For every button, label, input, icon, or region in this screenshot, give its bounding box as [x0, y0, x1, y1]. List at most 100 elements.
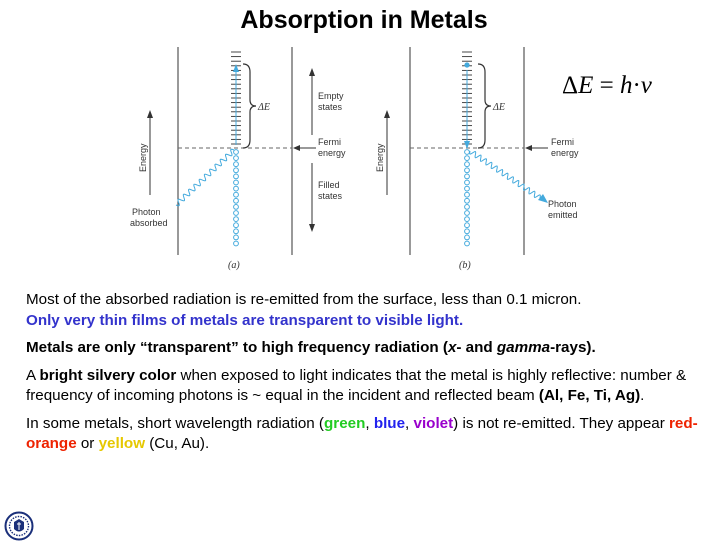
p4-text-a: In some metals, short wavelength radiati…	[26, 414, 324, 432]
filled-state	[464, 234, 470, 241]
paragraph-thin-films: Only very thin films of metals are trans…	[26, 311, 464, 329]
panel-b-fermi-label-2: energy	[551, 148, 579, 158]
filled-state	[464, 191, 470, 198]
filled-state	[464, 185, 470, 192]
panel-a-empty-states-label-2: states	[318, 102, 343, 112]
panel-a-filled-states-label-1: Filled	[318, 180, 340, 190]
formula-equals: =	[599, 72, 614, 99]
panel-a-energy-arrowhead	[147, 110, 153, 118]
panel-b-delta-e-label: ΔE	[492, 102, 505, 113]
p4-yellow: yellow	[98, 435, 146, 452]
filled-state	[233, 185, 239, 192]
panel-b-transition-arrowhead	[464, 141, 470, 149]
p4-blue: blue	[373, 414, 406, 432]
panel-a-filled-states-label-2: states	[318, 191, 343, 201]
panel-a-transition-arrowhead	[233, 64, 239, 72]
filled-state	[233, 149, 239, 155]
panel-a-photon-label-1: Photon	[132, 207, 161, 217]
p3-text-b: when exposed to light indicates that the…	[26, 366, 687, 405]
paragraph-colored-metals: In some metals, short wavelength radiati…	[26, 414, 716, 455]
filled-state	[233, 155, 239, 162]
formula-nu: ν	[640, 72, 652, 99]
panel-b-photon-arrowhead	[538, 194, 548, 203]
filled-state	[464, 173, 470, 180]
formula-e: E	[578, 72, 594, 99]
p4-text-b: ) is not re-emitted. They appear	[453, 414, 669, 432]
filled-state	[464, 155, 470, 162]
filled-state	[464, 216, 470, 223]
panel-b-excited-electron	[464, 62, 470, 68]
filled-state	[233, 234, 239, 241]
filled-state	[233, 204, 239, 210]
filled-state	[464, 161, 470, 168]
university-seal-logo	[4, 511, 34, 541]
p4-sep2: ,	[405, 414, 414, 432]
panel-a-delta-e-label: ΔE	[257, 102, 270, 113]
panel-a-down-arrowhead	[309, 224, 315, 232]
filled-state	[233, 179, 239, 186]
panel-a-empty-states-label-1: Empty	[318, 91, 344, 101]
panel-b-fermi-pointer-head	[525, 145, 532, 151]
panel-a-filled-states	[233, 149, 239, 247]
panel-a: Energy ΔE Empty states Fermi energy Fill…	[130, 47, 346, 271]
slide-title: Absorption in Metals	[240, 6, 488, 34]
filled-state	[464, 204, 470, 210]
filled-state	[464, 240, 470, 247]
p4-violet: violet	[413, 414, 454, 432]
p3-text-c: .	[640, 387, 645, 404]
p2-text-c: -rays).	[550, 339, 596, 356]
panel-a-delta-e-brace	[242, 63, 257, 149]
filled-state	[233, 161, 239, 168]
filled-state	[464, 149, 470, 155]
p2-gamma: gamma	[496, 339, 551, 356]
p4-green: green	[324, 414, 366, 432]
paragraph-high-frequency: Metals are only “transparent” to high fr…	[26, 338, 716, 359]
panel-b: Energy ΔE Fermi energy Photon emitted (b…	[375, 47, 579, 271]
p4-text-c: (Cu, Au).	[145, 435, 210, 452]
panel-b-photon-wave	[469, 150, 541, 199]
panel-a-photon-label-2: absorbed	[130, 218, 168, 228]
panel-a-photon-wave	[175, 148, 235, 207]
filled-state	[233, 167, 239, 174]
formula-h: h	[619, 72, 633, 99]
panel-b-caption: (b)	[459, 260, 471, 271]
filled-state	[464, 210, 470, 216]
filled-state	[233, 173, 239, 180]
panel-b-filled-states	[464, 149, 470, 247]
p2-x: x	[447, 339, 457, 356]
formula-dot: ·	[632, 72, 641, 99]
panel-a-fermi-label-1: Fermi	[318, 137, 341, 147]
p3-metals: (Al, Fe, Ti, Ag)	[538, 387, 641, 404]
panel-a-energy-axis-label: Energy	[138, 143, 148, 172]
filled-state	[233, 216, 239, 223]
p3-text-a: A	[26, 366, 40, 384]
filled-state	[233, 191, 239, 198]
filled-state	[464, 228, 470, 235]
panel-a-fermi-pointer-head	[293, 145, 300, 151]
paragraph-silvery: A bright silvery color when exposed to l…	[26, 366, 716, 407]
filled-state	[464, 179, 470, 186]
panel-b-photon-label-1: Photon	[548, 199, 577, 209]
p4-sep1: ,	[365, 414, 374, 432]
p3-bright-silvery: bright silvery color	[39, 366, 177, 384]
planck-formula: ΔE = h·ν	[562, 72, 652, 100]
p2-text-a: Metals are only “transparent” to high fr…	[26, 339, 448, 356]
panel-b-fermi-label-1: Fermi	[551, 137, 574, 147]
panel-a-fermi-label-2: energy	[318, 148, 346, 158]
p4-red-orange: red-orange	[26, 414, 698, 453]
body-text: Most of the absorbed radiation is re-emi…	[26, 290, 716, 462]
energy-band-diagram: Energy ΔE Empty states Fermi energy Fill…	[130, 47, 579, 271]
filled-state	[464, 197, 470, 204]
panel-b-energy-axis-label: Energy	[375, 143, 385, 172]
filled-state	[233, 228, 239, 235]
filled-state	[464, 222, 470, 229]
filled-state	[464, 167, 470, 174]
paragraph-reemission: Most of the absorbed radiation is re-emi…	[26, 290, 716, 331]
filled-state	[233, 210, 239, 216]
filled-state	[233, 240, 239, 247]
filled-state	[233, 222, 239, 229]
panel-b-energy-arrowhead	[384, 110, 390, 118]
formula-delta: Δ	[562, 72, 579, 99]
panel-a-up-arrowhead	[309, 68, 315, 76]
paragraph-reemission-line1: Most of the absorbed radiation is re-emi…	[26, 291, 582, 308]
